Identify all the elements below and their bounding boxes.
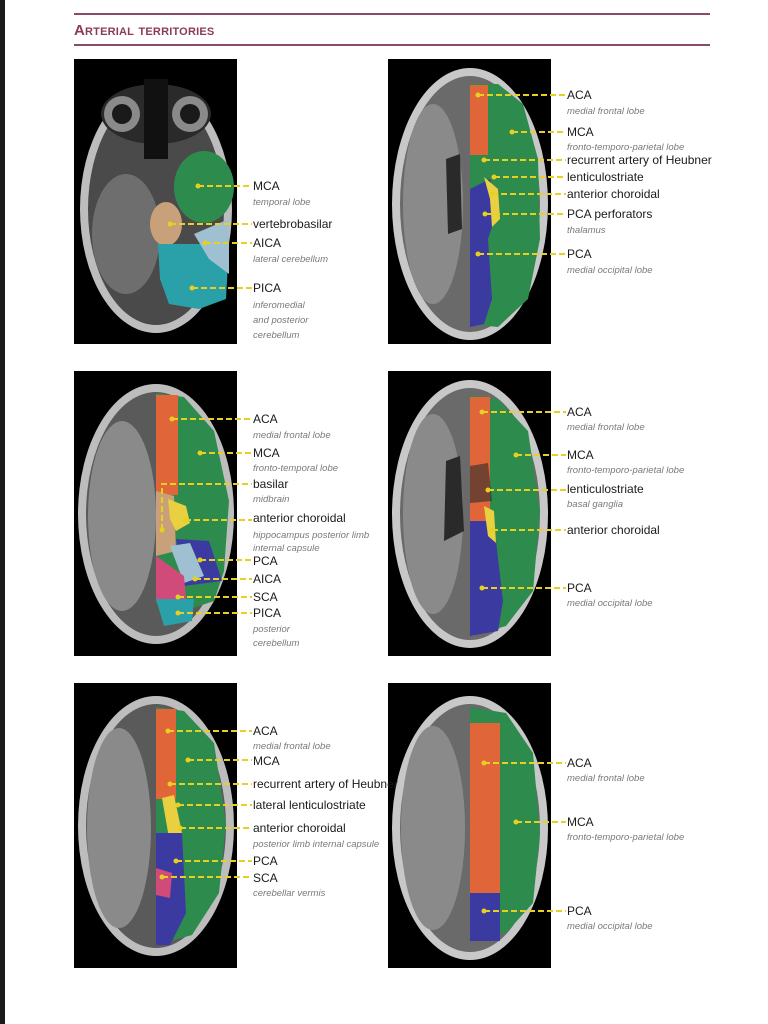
- mri-panel-lateral-ventricles: [388, 371, 551, 656]
- label-pica-sub: posterior cerebellum: [253, 624, 300, 649]
- label-lenticulostriate: lenticulostriate: [567, 170, 644, 184]
- label-anterior-choroidal-sub: posterior limb internal capsule: [253, 839, 380, 850]
- label-basilar: basilar: [253, 477, 289, 491]
- label-mca-sub: temporal lobe: [253, 197, 311, 208]
- label-aca: ACA: [253, 724, 278, 738]
- page-title: Arterial territories: [74, 22, 215, 39]
- label-pca: PCA: [567, 581, 592, 595]
- label-aca: ACA: [567, 405, 592, 419]
- label-aca: ACA: [253, 412, 278, 426]
- label-recurrent-artery-of-heubner: recurrent artery of Heubner: [567, 153, 712, 167]
- label-anterior-choroidal: anterior choroidal: [567, 523, 660, 537]
- label-sca: SCA: [253, 590, 278, 604]
- label-pca: PCA: [253, 854, 278, 868]
- label-mca-sub: fronto-temporo-parietal lobe: [567, 142, 685, 153]
- label-mca: MCA: [253, 446, 280, 460]
- label-mca: MCA: [567, 125, 594, 139]
- label-pica: PICA: [253, 281, 282, 295]
- title-rule: [74, 44, 710, 46]
- label-mca: MCA: [567, 815, 594, 829]
- label-aca-sub: medial frontal lobe: [253, 430, 331, 441]
- mri-panel-internal-capsule: [74, 683, 237, 968]
- label-anterior-choroidal: anterior choroidal: [253, 821, 346, 835]
- label-aica: AICA: [253, 236, 282, 250]
- label-pca: PCA: [253, 554, 278, 568]
- label-recurrent-artery-of-heubner: recurrent artery of Heubner: [253, 777, 398, 791]
- label-pca-perforators: PCA perforators: [567, 207, 653, 221]
- label-aca-sub: medial frontal lobe: [567, 422, 645, 433]
- label-anterior-choroidal: anterior choroidal: [567, 187, 660, 201]
- label-pca-sub: medial occipital lobe: [567, 265, 653, 276]
- label-sca: SCA: [253, 871, 278, 885]
- label-pca-sub: medial occipital lobe: [567, 921, 653, 932]
- label-lenticulostriate: lenticulostriate: [567, 482, 644, 496]
- mri-panel-vertex: [388, 683, 551, 968]
- label-aica: AICA: [253, 572, 282, 586]
- label-pca: PCA: [567, 904, 592, 918]
- label-pca-perforators-sub: thalamus: [567, 225, 606, 236]
- label-lenticulostriate-sub: basal ganglia: [567, 499, 623, 510]
- label-aca: ACA: [567, 88, 592, 102]
- mri-panel-basal-ganglia-upper: [388, 59, 551, 344]
- label-aca-sub: medial frontal lobe: [253, 741, 331, 752]
- label-pica-sub: inferomedial and posterior cerebellum: [253, 300, 309, 341]
- label-anterior-choroidal-sub: hippocampus posterior limb internal caps…: [253, 530, 370, 554]
- label-vertebrobasilar: vertebrobasilar: [253, 217, 333, 231]
- label-aca-sub: medial frontal lobe: [567, 106, 645, 117]
- label-basilar-sub: midbrain: [253, 494, 290, 505]
- label-pica: PICA: [253, 606, 282, 620]
- mri-panel-posterior-fossa: [74, 59, 237, 344]
- label-aca-sub: medial frontal lobe: [567, 773, 645, 784]
- label-mca: MCA: [253, 754, 280, 768]
- label-mca: MCA: [567, 448, 594, 462]
- label-mca-sub: fronto-temporo-parietal lobe: [567, 465, 685, 476]
- label-pca: PCA: [567, 247, 592, 261]
- label-mca-sub: fronto-temporal lobe: [253, 463, 339, 474]
- label-lateral-lenticulostriate: lateral lenticulostriate: [253, 798, 366, 812]
- label-aca: ACA: [567, 756, 592, 770]
- label-anterior-choroidal: anterior choroidal: [253, 511, 346, 525]
- label-sca-sub: cerebellar vermis: [253, 888, 326, 899]
- label-mca: MCA: [253, 179, 280, 193]
- top-rule: [74, 13, 710, 15]
- label-aica-sub: lateral cerebellum: [253, 254, 328, 265]
- mri-panel-midbrain: [74, 371, 237, 656]
- page-edge: [0, 0, 5, 1024]
- label-pca-sub: medial occipital lobe: [567, 598, 653, 609]
- label-mca-sub: fronto-temporo-parietal lobe: [567, 832, 685, 843]
